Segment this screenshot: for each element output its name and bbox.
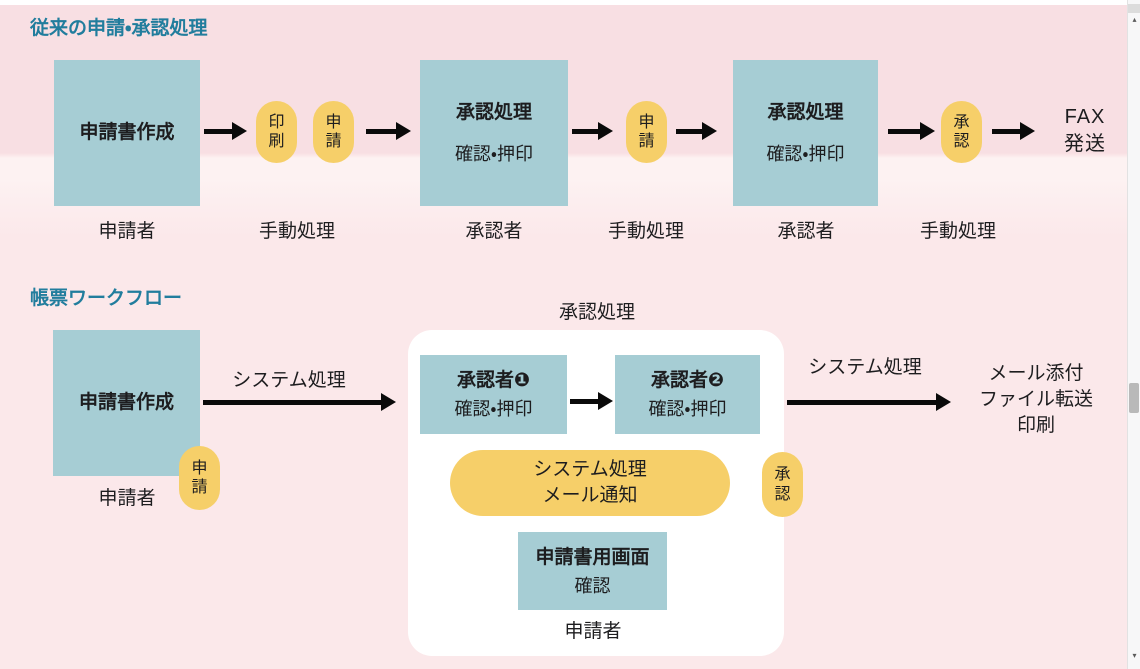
scrollbar-track[interactable] (1127, 0, 1140, 669)
workflow-apply-oval: 申請 (179, 446, 220, 510)
workflow-approve-oval: 承認 (762, 452, 803, 517)
fax-line-1: FAX (1064, 106, 1106, 128)
group-applicant-label: 申請者 (564, 621, 622, 642)
legacy-approve-2-sub: 確認・押印 (766, 144, 845, 164)
workflow-applicant-label: 申請者 (98, 488, 156, 509)
scrollbar-top-cap (1128, 4, 1140, 13)
system-pill-line-1: システム処理 (533, 459, 647, 480)
arrow-right-icon (572, 122, 613, 140)
arrow-right-icon (676, 122, 717, 140)
output-line-3: 印刷 (1016, 415, 1056, 436)
arrow-right-icon (787, 393, 951, 411)
system-pill-line-2: メール通知 (542, 485, 638, 506)
output-methods-text: メール添付 ファイル転送 印刷 (979, 361, 1093, 439)
system-process-label-right: システム処理 (808, 357, 922, 378)
system-process-label-left: システム処理 (232, 370, 346, 391)
apply-oval-2: 申請 (626, 101, 667, 163)
scrollbar-thumb[interactable] (1129, 383, 1139, 413)
workflow-apply-oval-label: 申請 (191, 459, 208, 496)
approver-2-box: 承認者❷ 確認・押印 (615, 355, 760, 434)
legacy-applicant-label: 申請者 (98, 221, 156, 242)
legacy-create-box: 申請書作成 (54, 60, 200, 206)
output-line-1: メール添付 (988, 363, 1084, 384)
apply-oval-1: 申請 (313, 101, 354, 163)
output-line-2: ファイル転送 (978, 389, 1094, 410)
legacy-approve-2-title: 承認処理 (767, 102, 844, 123)
print-oval: 印刷 (256, 101, 297, 163)
arrow-right-icon (366, 122, 411, 140)
apply-oval-2-label: 申請 (638, 113, 655, 150)
approver-1-title: 承認者❶ (456, 370, 531, 391)
legacy-approve-box-2: 承認処理 確認・押印 (733, 60, 878, 206)
approve-oval-legacy-label: 承認 (953, 113, 970, 150)
legacy-manual-label-1: 手動処理 (258, 221, 336, 242)
arrow-right-icon (203, 393, 396, 411)
legacy-approve-1-title: 承認処理 (455, 102, 532, 123)
approval-group-panel: 承認者❶ 確認・押印 承認者❷ 確認・押印 システム処理 メール通知 承認 申請… (408, 330, 803, 656)
legacy-approve-box-1: 承認処理 確認・押印 (420, 60, 568, 206)
workflow-create-label: 申請書作成 (78, 392, 174, 413)
arrow-right-icon (204, 122, 247, 140)
approval-group-title: 承認処理 (558, 302, 636, 323)
workflow-create-box: 申請書作成 (53, 330, 200, 476)
legacy-manual-label-2: 手動処理 (607, 221, 685, 242)
legacy-create-label: 申請書作成 (79, 122, 175, 143)
apply-oval-1-label: 申請 (325, 113, 342, 150)
arrow-right-icon (888, 122, 935, 140)
legacy-approver-label-1: 承認者 (465, 221, 523, 242)
system-mail-pill: システム処理 メール通知 (450, 450, 730, 516)
approve-oval-legacy: 承認 (941, 101, 982, 163)
fax-line-2: 発送 (1064, 133, 1106, 155)
print-oval-label: 印刷 (268, 113, 285, 150)
legacy-approver-label-2: 承認者 (777, 221, 835, 242)
application-screen-title: 申請書用画面 (535, 546, 650, 568)
approver-1-box: 承認者❶ 確認・押印 (420, 355, 567, 434)
fax-output-text: FAX 発送 (1064, 104, 1106, 158)
scrollbar-up-icon[interactable]: ▴ (1132, 15, 1137, 24)
legacy-manual-label-3: 手動処理 (919, 221, 997, 242)
legacy-section-title: 従来の申請・承認処理 (30, 18, 208, 39)
approver-2-sub: 確認・押印 (648, 399, 727, 419)
application-screen-box: 申請書用画面 確認 (518, 532, 667, 610)
workflow-section-title: 帳票ワークフロー (30, 288, 183, 309)
workflow-approve-oval-label: 承認 (774, 466, 791, 503)
arrow-right-icon (992, 122, 1035, 140)
approver-2-title: 承認者❷ (650, 370, 725, 391)
application-screen-sub: 確認 (574, 575, 611, 596)
scrollbar-down-icon[interactable]: ▾ (1132, 651, 1137, 660)
legacy-approve-1-sub: 確認・押印 (454, 144, 534, 164)
arrow-right-icon (570, 392, 613, 410)
approver-1-sub: 確認・押印 (454, 399, 533, 419)
